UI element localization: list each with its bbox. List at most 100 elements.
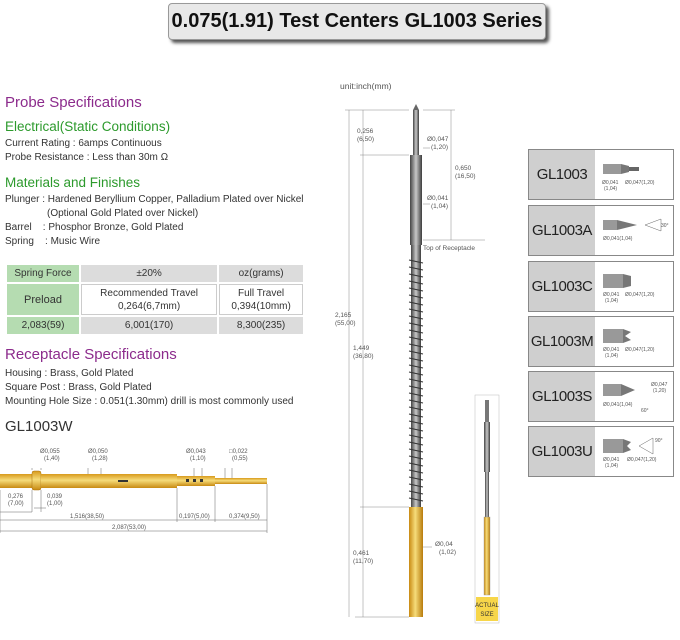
spring-coil: [408, 266, 424, 271]
dim-a8: 0,461: [353, 550, 370, 557]
units-header: oz(grams): [219, 265, 303, 282]
spring-coil: [408, 315, 424, 320]
spring-coil: [408, 469, 424, 474]
series-gl1003-label: GL1003: [529, 150, 595, 199]
gl1003w-dim-d4: □0,022: [229, 449, 248, 455]
receptacle-front: [0, 474, 32, 488]
gl1003u-angle: 90°: [655, 438, 663, 444]
mounting-hole-spec: Mounting Hole Size : 0.051(1.30mm) drill…: [5, 396, 294, 407]
probe-spring: [411, 245, 421, 507]
current-rating: Current Rating : 6amps Continuous: [5, 138, 162, 149]
plunger-tip: [413, 110, 419, 155]
spring-coil: [408, 497, 424, 502]
series-gl1003a-label: GL1003A: [529, 206, 595, 255]
spring-force-table: Spring Force ±20% oz(grams) Preload Reco…: [5, 263, 305, 336]
preload-value: 2,083(59): [7, 317, 79, 334]
gl1003s-dim-1: Ø0,041(1,04): [603, 402, 633, 408]
gl1003w-label: GL1003W: [5, 418, 73, 435]
probe-drawing: 0,256 (6,50) Ø0,047 (1,20) 0,650 (16,50)…: [335, 104, 499, 624]
gl1003w-dim-l4: 0,197(5,00): [179, 514, 210, 520]
gl1003w-dim-d1b: (1,40): [44, 456, 60, 462]
spring-coil: [408, 273, 424, 278]
series-gl1003s: GL1003S Ø0,041(1,04)Ø0,047(1,20)60°: [528, 371, 674, 422]
gl1003w-dim-l1b: (7,00): [8, 501, 24, 507]
spring-coil: [408, 301, 424, 306]
spring-coil: [408, 448, 424, 453]
series-gl1003a: GL1003A Ø0,041(1,04)30°: [528, 205, 674, 256]
dim-a1: 0,256: [357, 128, 374, 135]
gl1003w-dim-l2: 0,039: [47, 494, 63, 500]
square-post: [215, 478, 267, 484]
spring-coil: [408, 483, 424, 488]
recommended-travel-value: 0,264(6,7mm): [117, 300, 181, 312]
spring-coil: [408, 385, 424, 390]
dim-a7: Ø0,04: [435, 541, 453, 548]
plunger-option: (Optional Gold Plated over Nickel): [47, 208, 199, 219]
series-gl1003s-label: GL1003S: [529, 372, 595, 421]
unit-label: unit:inch(mm): [340, 81, 392, 91]
actual-size-line2: SIZE: [480, 612, 493, 618]
receptacle-collar: [31, 470, 42, 491]
gl1003c-dim-3: Ø0,047(1,20): [625, 292, 655, 298]
series-gl1003c: GL1003C Ø0,041(1,04) Ø0,047(1,20): [528, 261, 674, 312]
series-gl1003u-label: GL1003U: [529, 427, 595, 476]
recommended-travel-label: Recommended Travel: [100, 287, 198, 299]
spring-coil: [408, 287, 424, 292]
dim-a3: 0,650: [455, 165, 472, 172]
gl1003w-dim-d2: Ø0,050: [88, 449, 108, 455]
spring-coil: [408, 308, 424, 313]
gl1003c-dim-1: Ø0,041: [603, 292, 620, 298]
gl1003w-dim-l5: 0,374(9,50): [229, 514, 260, 520]
gl1003w-dim-d1: Ø0,055: [40, 449, 60, 455]
spring-coil: [408, 455, 424, 460]
spring-coil: [408, 371, 424, 376]
receptacle-gold: [409, 507, 423, 617]
gl1003c-dim-2: (1,04): [605, 298, 618, 304]
full-travel-value: 0,394(10mm): [231, 300, 291, 312]
gl1003w-dim-d3: Ø0,043: [186, 449, 206, 455]
gl1003a-dim-1: Ø0,041(1,04): [603, 236, 633, 242]
square-post-spec: Square Post : Brass, Gold Plated: [5, 382, 152, 393]
page-title: 0.075(1.91) Test Centers GL1003 Series: [168, 3, 546, 40]
gl1003w-dim-l6: 2,087(53,00): [112, 525, 146, 531]
series-gl1003m-label: GL1003M: [529, 317, 595, 366]
gl1003-dim-1: Ø0,041: [602, 180, 619, 186]
dim-a8b: (11,70): [353, 558, 373, 565]
spring-coil: [408, 343, 424, 348]
receptacle-specifications-heading: Receptacle Specifications: [5, 346, 177, 363]
probe-specifications-heading: Probe Specifications: [5, 94, 142, 111]
gl1003m-dim-1: Ø0,041: [603, 347, 620, 353]
spring-coil: [408, 441, 424, 446]
spring-coil: [408, 336, 424, 341]
housing-spec: Housing : Brass, Gold Plated: [5, 368, 134, 379]
series-gl1003m: GL1003M Ø0,041(1,04)Ø0,047(1,20): [528, 316, 674, 367]
spring-coil: [408, 399, 424, 404]
gl1003w-drawing: Ø0,055 (1,40) Ø0,050 (1,28) Ø0,043 (1,10…: [0, 449, 268, 533]
spring-coil: [408, 434, 424, 439]
spring-coil: [408, 427, 424, 432]
gl1003w-dim-d3b: (1,10): [190, 456, 206, 462]
spring-coil: [408, 378, 424, 383]
full-travel-label: Full Travel: [238, 287, 285, 299]
spring-coil: [408, 329, 424, 334]
series-gl1003: GL1003 Ø0,041(1,04)Ø0,047(1,20): [528, 149, 674, 200]
spring-coil: [408, 364, 424, 369]
probe-barrel-upper: [410, 155, 422, 245]
spring-coil: [408, 392, 424, 397]
gl1003m-dim-2: (1,04): [605, 353, 618, 359]
spring-coil: [408, 357, 424, 362]
probe-resistance: Probe Resistance : Less than 30m Ω: [5, 152, 169, 163]
gl1003u-dim-3: Ø0,047(1,20): [627, 457, 657, 463]
spring-coil: [408, 413, 424, 418]
recommended-travel-force: 6,001(170): [81, 317, 218, 334]
dim-a5b: (55,00): [335, 320, 356, 327]
gl1003u-dim-2: (1,04): [605, 463, 618, 469]
gl1003w-dim-l3: 1,516(38,50): [70, 514, 104, 520]
barrel-spec: Barrel : Phosphor Bronze, Gold Plated: [5, 222, 184, 233]
gl1003u-dim-1: Ø0,041: [603, 457, 620, 463]
series-gl1003c-label: GL1003C: [529, 262, 595, 311]
gl1003s-angle: 60°: [641, 408, 649, 414]
spring-coil: [408, 259, 424, 264]
series-gl1003u: GL1003U Ø0,041(1,04) Ø0,047(1,20) 90°: [528, 426, 674, 477]
gl1003s-dim-2: Ø0,047: [651, 382, 668, 388]
